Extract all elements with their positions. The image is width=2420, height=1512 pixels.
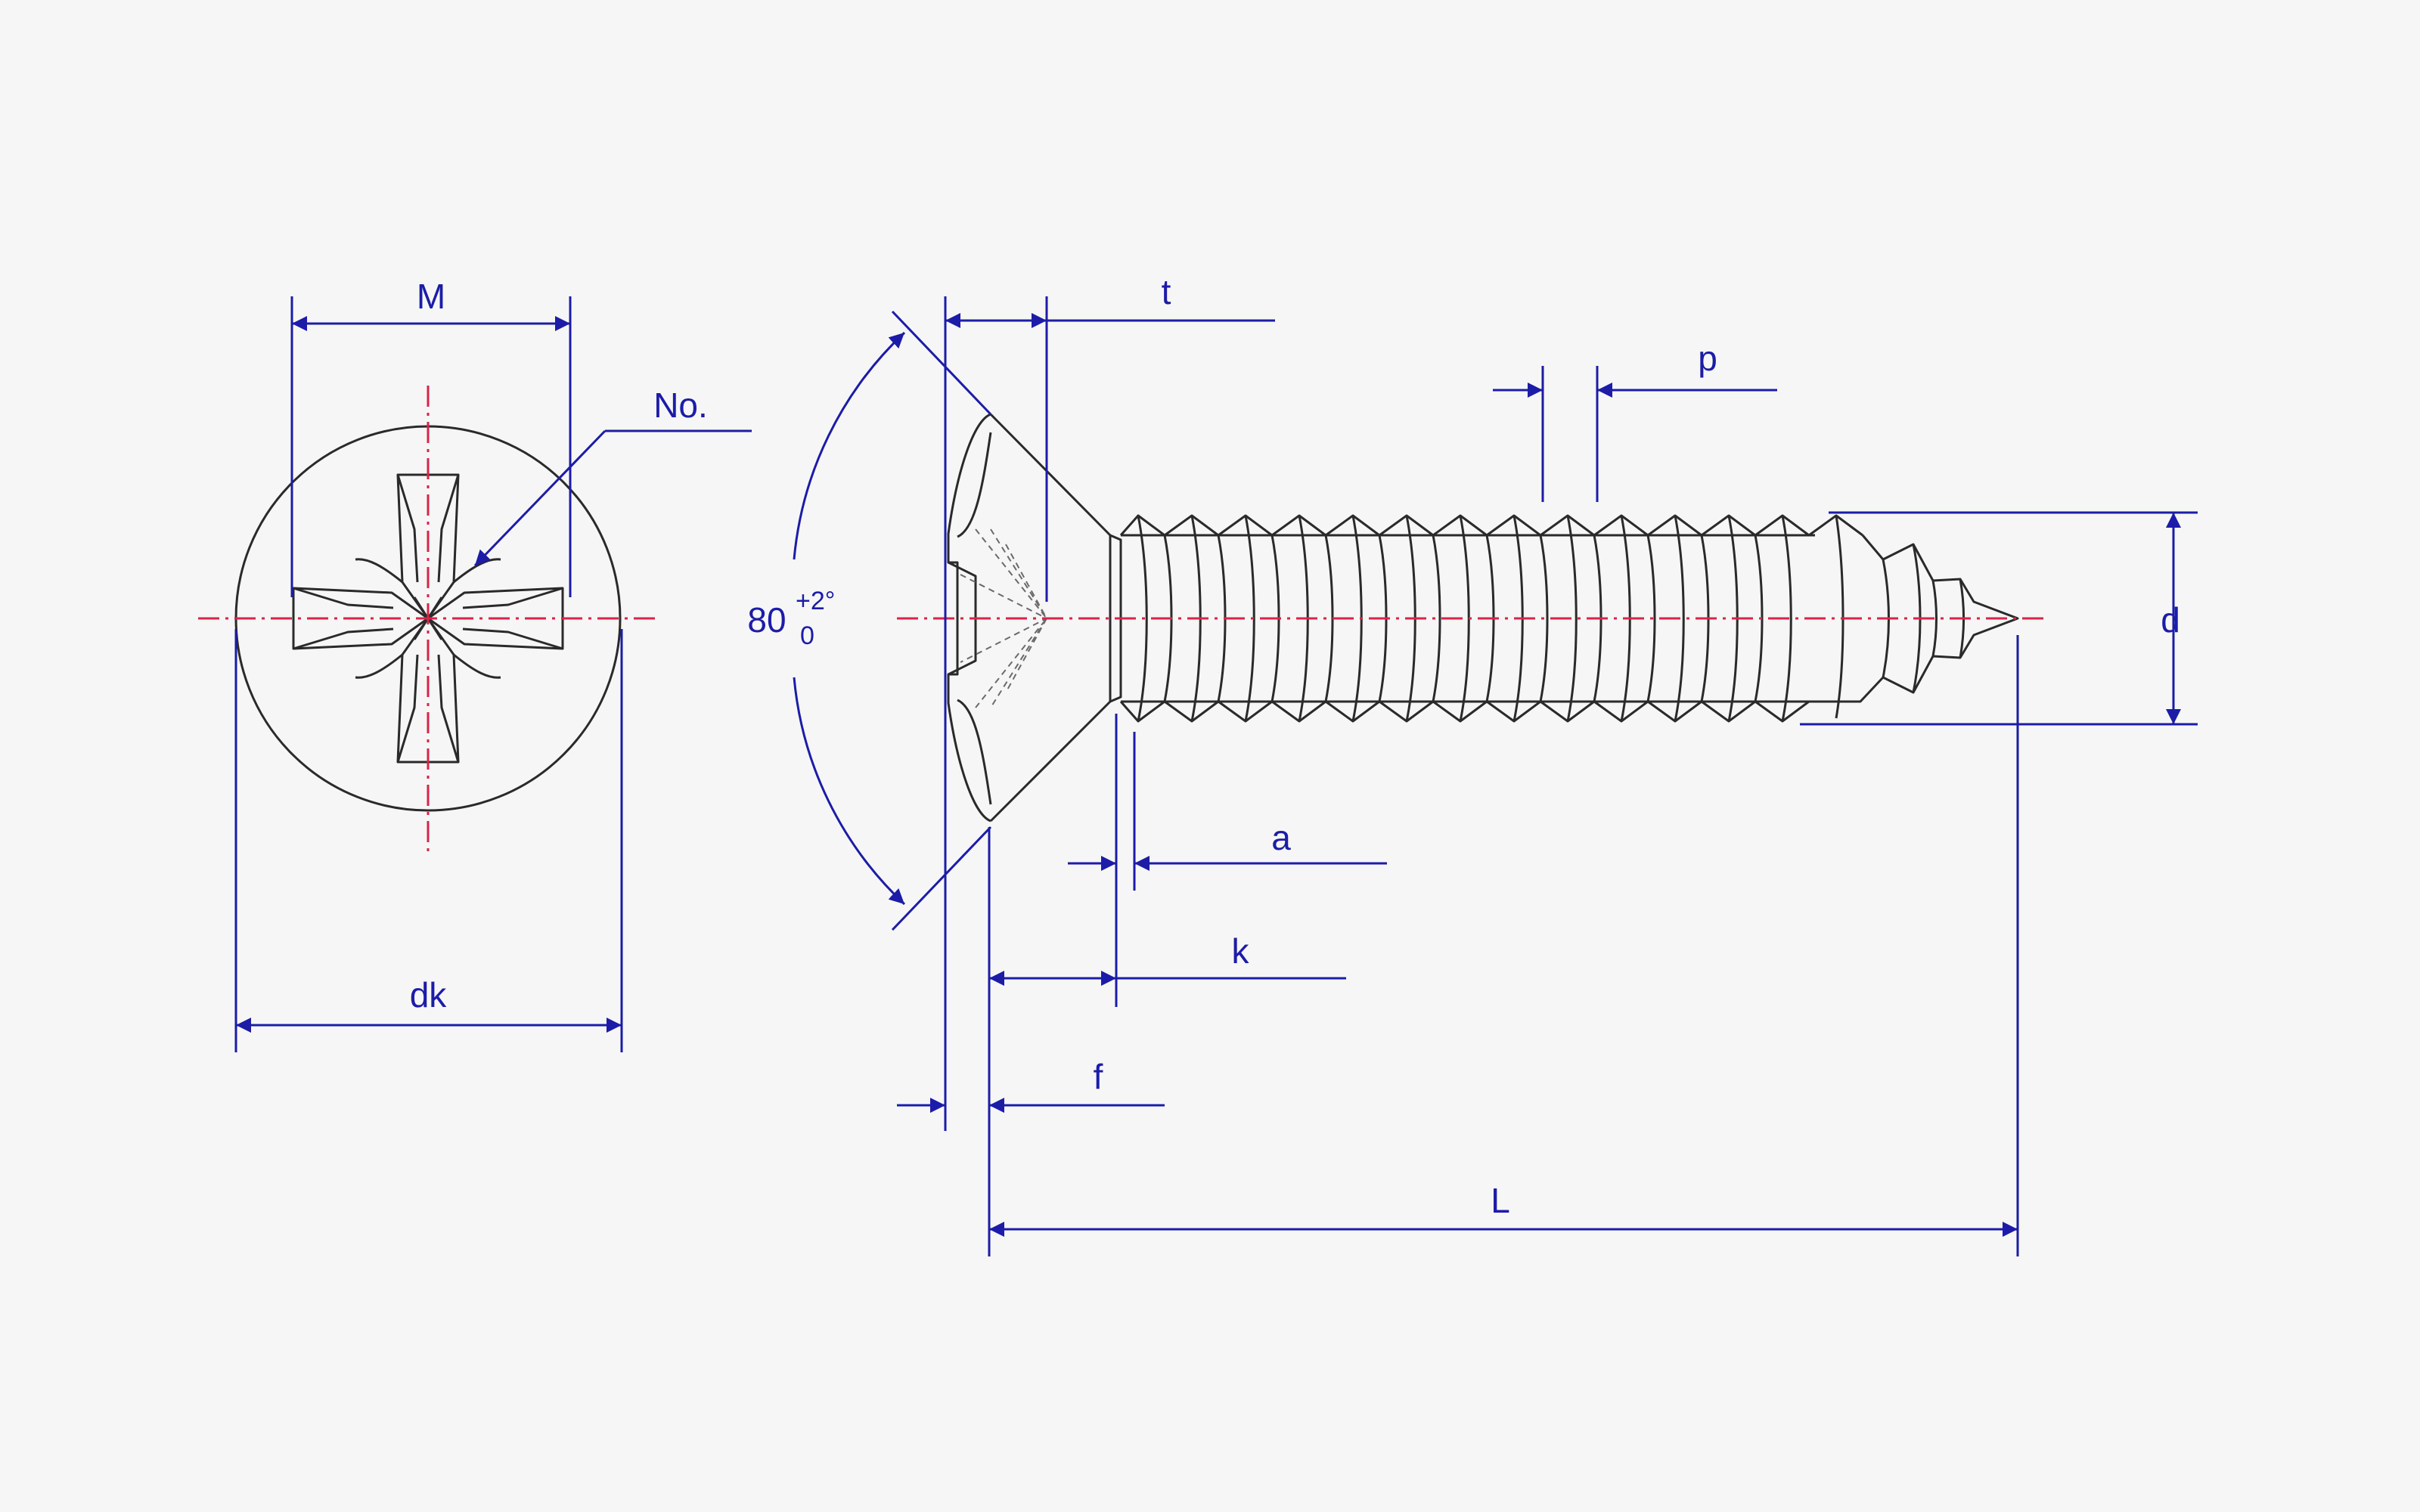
label-m: M: [417, 277, 445, 316]
dimension-p: [1493, 366, 1777, 502]
label-p: p: [1698, 339, 1717, 378]
head-top-view: M No. dk: [198, 277, 752, 1052]
top-view-centerlines: [198, 386, 659, 854]
label-k: k: [1232, 931, 1250, 971]
label-angle-value: 80: [747, 600, 786, 640]
screw-side-view: t p d 80 +2° 0: [747, 272, 2198, 1256]
dimension-d: [1800, 511, 2198, 726]
dimension-k: [988, 714, 1346, 1256]
label-angle-lower: 0: [800, 621, 814, 650]
label-no: No.: [653, 386, 708, 425]
cross-recess-icon: [292, 473, 564, 764]
label-f: f: [1094, 1057, 1103, 1096]
dimension-angle: [793, 310, 992, 931]
label-angle-upper: +2°: [796, 587, 835, 615]
leader-no: [473, 429, 752, 567]
dimension-l: [989, 635, 2019, 1256]
label-d: d: [2161, 600, 2180, 640]
dimension-a: [1068, 732, 1387, 891]
label-t: t: [1162, 272, 1171, 311]
dimension-m: [290, 296, 572, 597]
label-dk: dk: [410, 975, 448, 1015]
dimension-t: [944, 296, 1275, 1131]
label-a: a: [1271, 818, 1291, 857]
dimension-dk: [234, 629, 623, 1052]
label-l: L: [1491, 1181, 1510, 1220]
